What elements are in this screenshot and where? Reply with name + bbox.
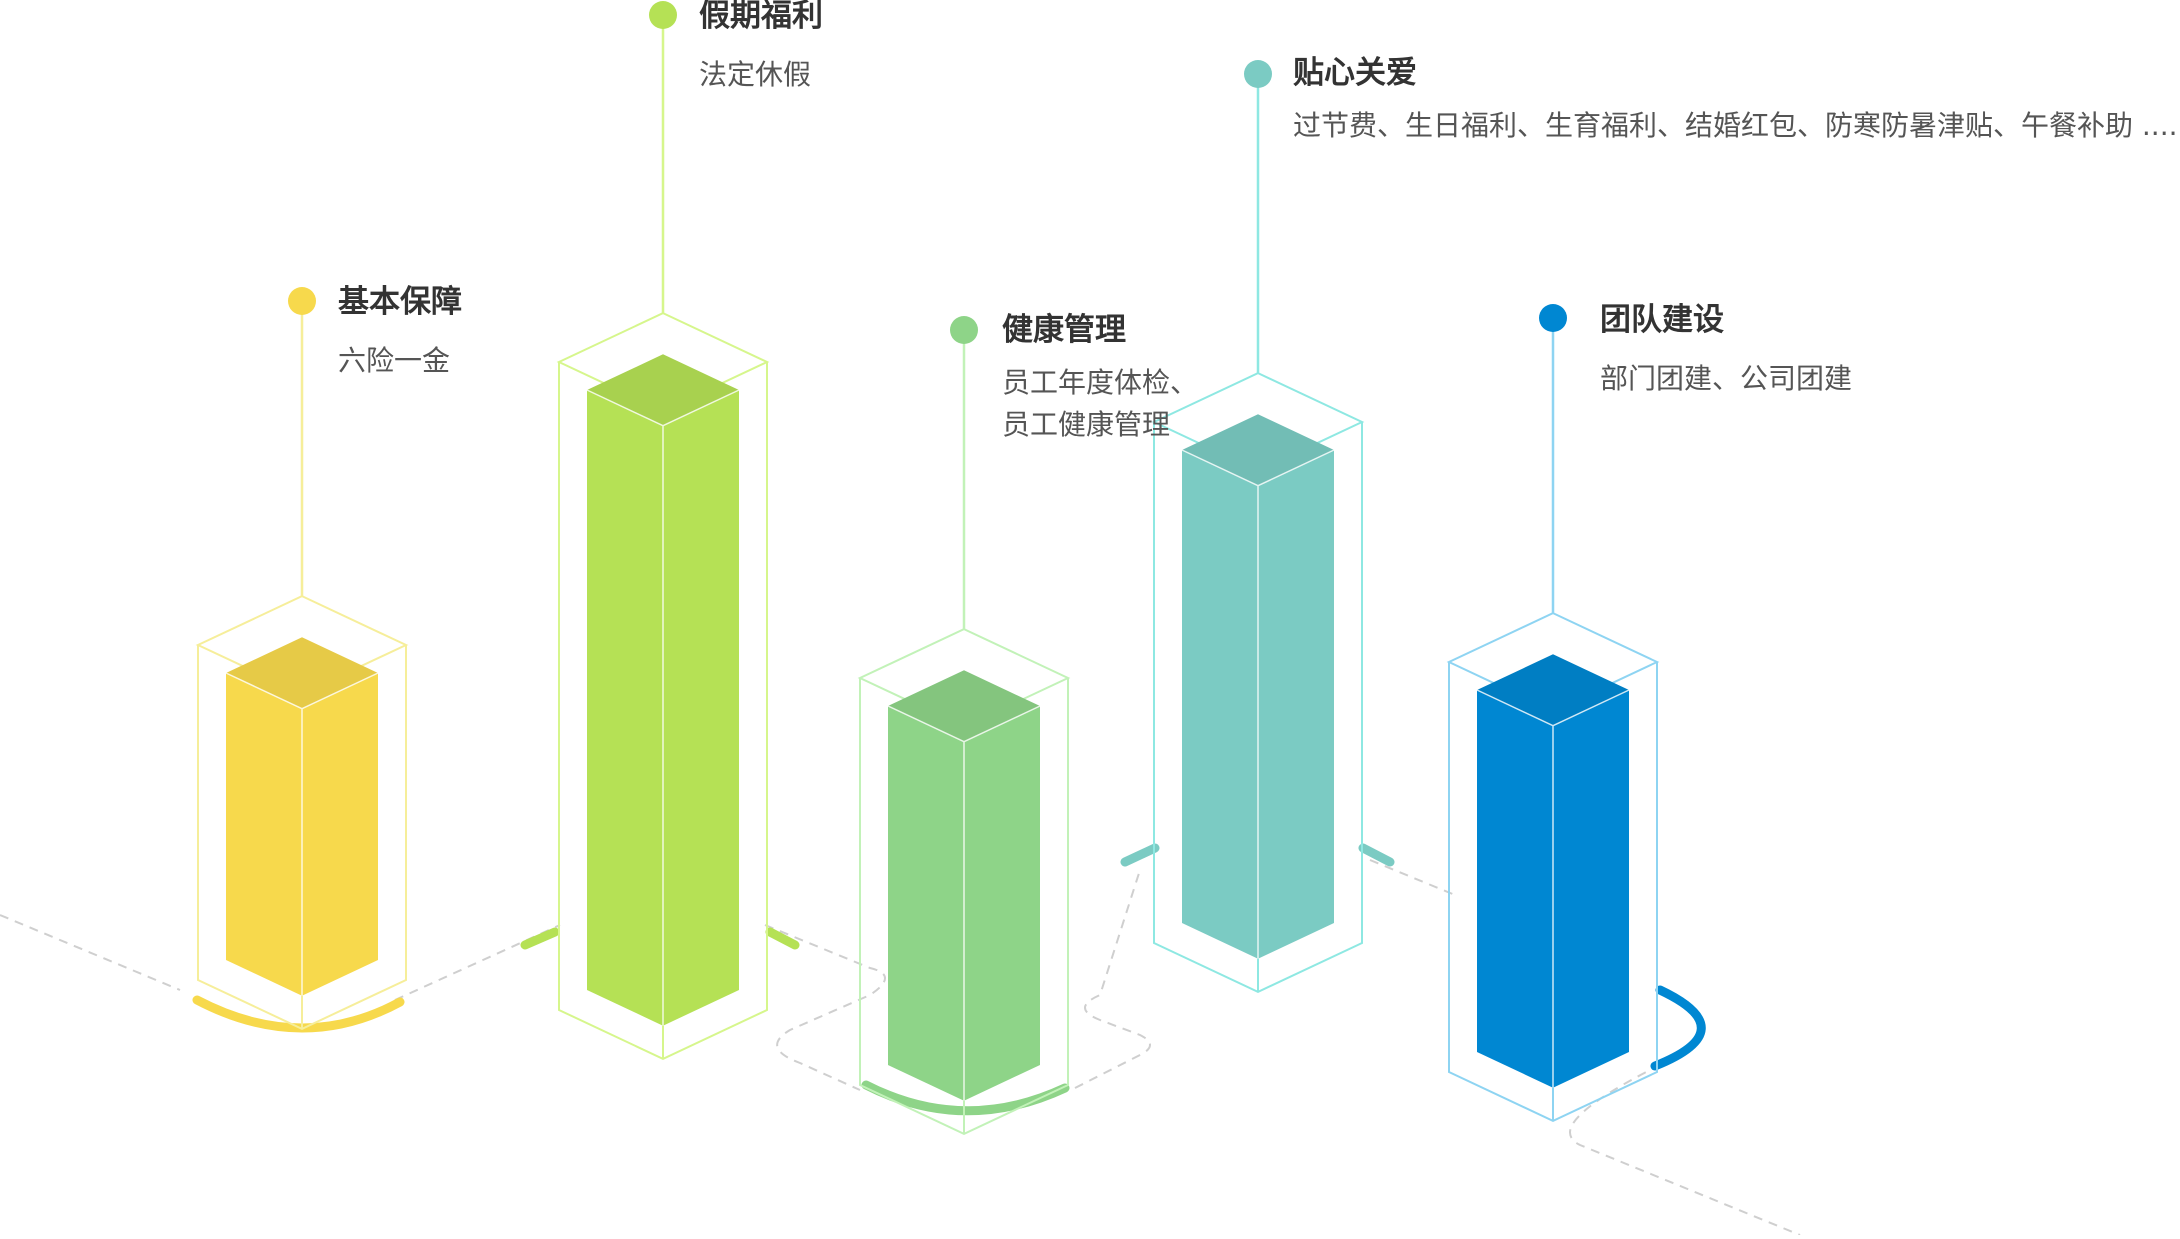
label-title: 假期福利 bbox=[699, 0, 823, 34]
ground-arc bbox=[1120, 843, 1395, 867]
label-basic: 基本保障 六险一金 bbox=[338, 282, 462, 382]
bar-right-face bbox=[1258, 450, 1334, 959]
bar-right-face bbox=[1553, 690, 1629, 1088]
bar-left-face bbox=[1182, 450, 1258, 959]
ground-arc bbox=[520, 927, 800, 950]
bar-edges bbox=[225, 672, 379, 996]
label-team: 团队建设 部门团建、公司团建 bbox=[1600, 300, 1852, 400]
label-holiday: 假期福利 法定休假 bbox=[699, 0, 823, 96]
bar-left-face bbox=[587, 390, 663, 1026]
label-desc: 法定休假 bbox=[699, 54, 823, 96]
marker-dot bbox=[1244, 60, 1272, 88]
ground-arc bbox=[192, 995, 405, 1033]
marker-dot bbox=[288, 287, 316, 315]
desc-line: 过节费、生日福利、生育福利、结婚红包、防寒防暑津贴、午餐补助 .... bbox=[1293, 109, 2178, 142]
label-health: 健康管理 员工年度体检、 员工健康管理 bbox=[1002, 310, 1198, 446]
marker-dot bbox=[649, 1, 677, 29]
label-care: 贴心关爱 过节费、生日福利、生育福利、结婚红包、防寒防暑津贴、午餐补助 .... bbox=[1293, 53, 2178, 147]
dashed-path bbox=[0, 859, 1801, 1236]
label-title: 健康管理 bbox=[1002, 312, 1126, 348]
ground-arc bbox=[1650, 985, 1706, 1071]
bar-edges bbox=[1476, 689, 1630, 1088]
bar-right-face bbox=[964, 706, 1040, 1101]
bar-edges bbox=[586, 389, 740, 1026]
label-desc: 过节费、生日福利、生育福利、结婚红包、防寒防暑津贴、午餐补助 .... bbox=[1293, 105, 2178, 147]
bar-left-face bbox=[1477, 690, 1553, 1088]
desc-line: 部门团建、公司团建 bbox=[1600, 362, 1853, 395]
bar-edges bbox=[887, 705, 1041, 1101]
label-desc: 六险一金 bbox=[338, 340, 462, 382]
marker-dot bbox=[950, 316, 978, 344]
bar-left-face bbox=[226, 673, 302, 996]
desc-line: 员工年度体检、 bbox=[1002, 366, 1199, 399]
label-title: 基本保障 bbox=[338, 284, 462, 320]
label-title: 团队建设 bbox=[1600, 302, 1724, 338]
bar-left-face bbox=[888, 706, 964, 1101]
label-desc: 部门团建、公司团建 bbox=[1600, 358, 1852, 400]
desc-line: 六险一金 bbox=[338, 344, 451, 377]
bar-right-face bbox=[302, 673, 378, 996]
desc-line: 法定休假 bbox=[699, 58, 812, 91]
label-title: 贴心关爱 bbox=[1293, 55, 1417, 91]
bar-edges bbox=[1181, 449, 1335, 959]
marker-dot bbox=[1539, 304, 1567, 332]
bar-right-face bbox=[663, 390, 739, 1026]
label-desc: 员工年度体检、 员工健康管理 bbox=[1002, 362, 1198, 446]
desc-line: 员工健康管理 bbox=[1002, 408, 1171, 441]
